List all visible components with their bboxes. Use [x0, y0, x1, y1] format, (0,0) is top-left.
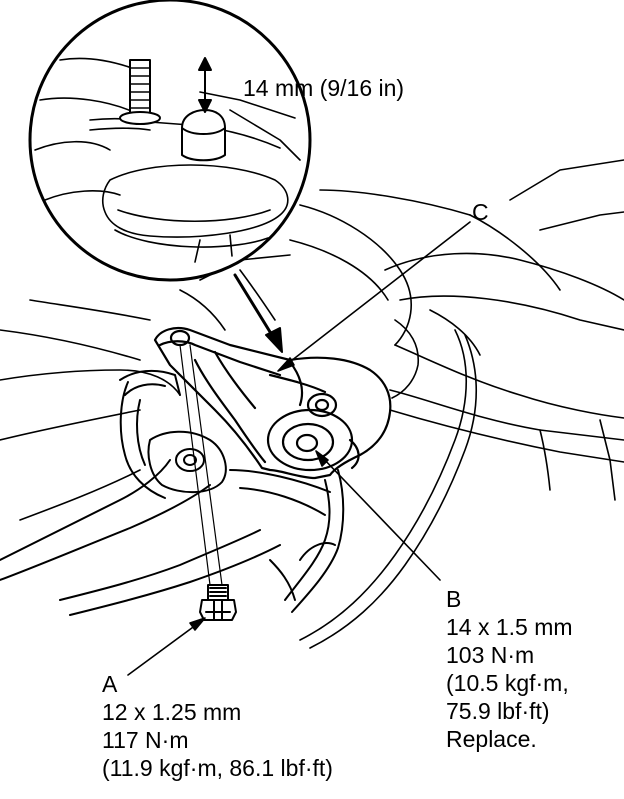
vehicle-structure [0, 160, 624, 648]
bolt-a [200, 585, 236, 620]
detail-pointer-arrow [235, 275, 282, 352]
callout-b-letter: B [446, 586, 462, 612]
lower-arm [0, 371, 343, 615]
callout-a-line: 117 N·m [102, 727, 189, 753]
callout-a-line: (11.9 kgf·m, 86.1 lbf·ft) [102, 755, 333, 781]
detail-measurement-label: 14 mm (9/16 in) [243, 75, 405, 101]
callout-b-line: (10.5 kgf·m, [446, 670, 569, 696]
callout-c-letter: C [472, 199, 489, 225]
callout-a-letter: A [102, 671, 118, 697]
bracket-c [155, 328, 390, 478]
bolt-axis-lines [180, 345, 222, 585]
callout-b-line: Replace. [446, 726, 537, 752]
leader-lines [128, 222, 470, 675]
detail-view [30, 0, 310, 280]
callout-a-line: 12 x 1.25 mm [102, 699, 242, 725]
callout-b-line: 103 N·m [446, 642, 535, 668]
callout-b: B 14 x 1.5 mm 103 N·m (10.5 kgf·m, 75.9 … [446, 585, 573, 753]
callout-a: A 12 x 1.25 mm 117 N·m (11.9 kgf·m, 86.1… [102, 670, 333, 782]
callout-b-line: 14 x 1.5 mm [446, 614, 573, 640]
callout-b-line: 75.9 lbf·ft) [446, 698, 550, 724]
